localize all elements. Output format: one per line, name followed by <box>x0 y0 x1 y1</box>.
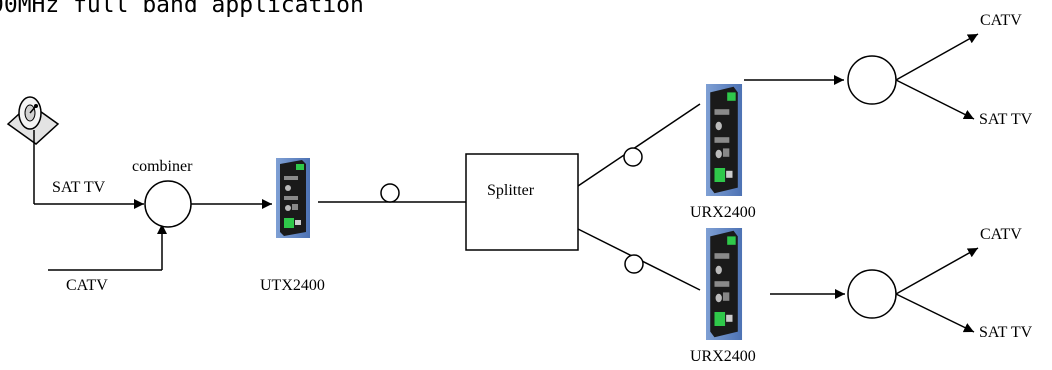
sattv-out-top-label: SAT TV <box>979 111 1033 128</box>
urx2400-top-module-icon <box>706 84 743 196</box>
catv-out-top-label: CATV <box>980 12 1022 29</box>
catv-out-bottom-arrow <box>895 247 979 295</box>
satellite-dish-icon <box>6 96 60 145</box>
output-splitter-bottom-circle <box>847 269 897 319</box>
fiber-coil-top <box>623 147 643 167</box>
fiber-coil-bottom <box>624 254 644 274</box>
utx2400-module-icon <box>276 158 310 238</box>
catv-input-label: CATV <box>66 277 108 294</box>
sat-tv-input-line <box>33 130 144 209</box>
output-splitter-top-circle <box>847 55 897 105</box>
combiner-label: combiner <box>132 158 193 175</box>
utx-label: UTX2400 <box>260 277 325 294</box>
catv-out-bottom-label: CATV <box>980 226 1022 243</box>
fiber-coil-main <box>380 183 400 203</box>
splitter-label: Splitter <box>487 182 535 199</box>
urx2400-bottom-module-icon <box>706 228 743 340</box>
urx-bottom-label: URX2400 <box>690 348 756 365</box>
urx-top-label: URX2400 <box>690 204 756 221</box>
catv-out-top-arrow <box>895 33 979 81</box>
sattv-out-top-arrow <box>895 79 975 120</box>
fiber-line-top <box>577 103 701 187</box>
sat-tv-input-label: SAT TV <box>52 179 106 196</box>
sattv-out-bottom-arrow <box>895 293 975 333</box>
diagram-heading: 00MHz full band application <box>0 0 364 18</box>
catv-input-line <box>48 224 167 271</box>
combiner-circle <box>144 180 192 228</box>
sattv-out-bottom-label: SAT TV <box>979 324 1033 341</box>
splitter-box <box>465 153 579 251</box>
